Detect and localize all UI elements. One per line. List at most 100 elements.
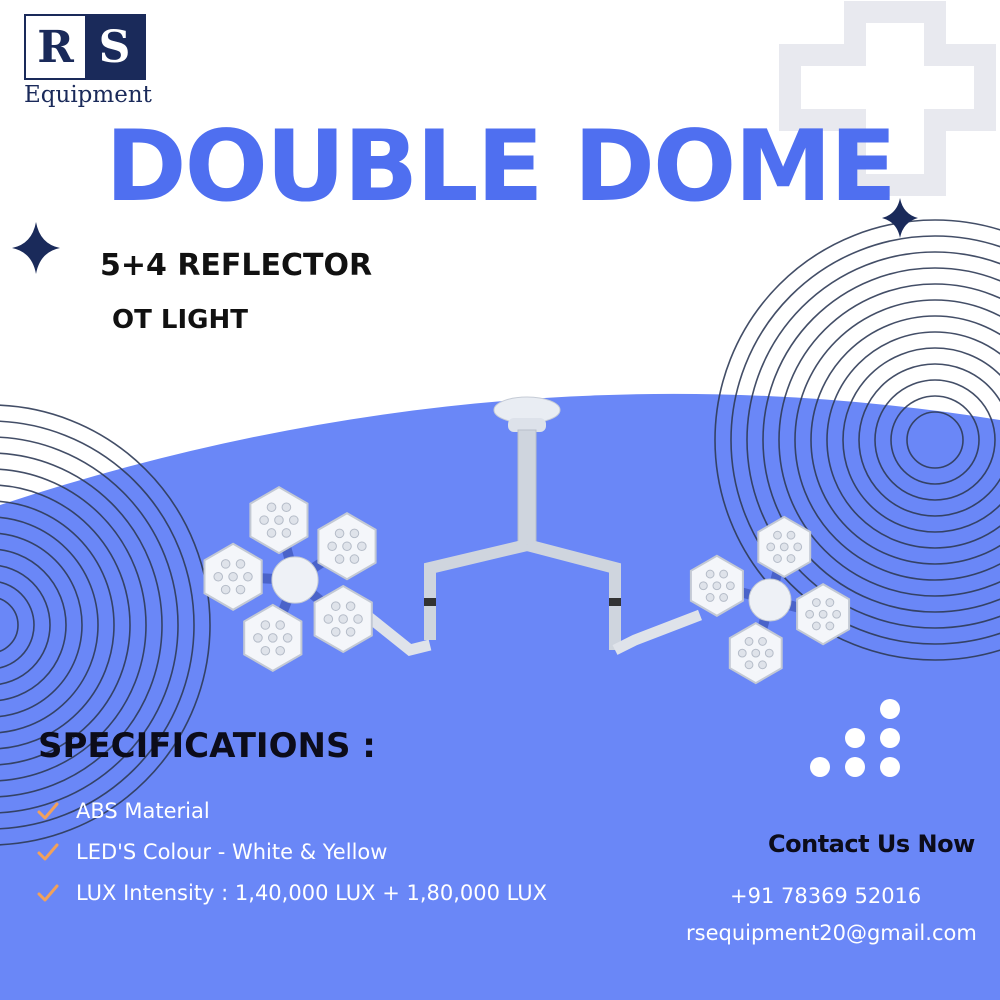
checkmark-icon [37, 802, 59, 819]
led-lens [235, 584, 246, 595]
ring-arc [874, 379, 996, 501]
led-lens [281, 502, 292, 513]
led-lens [786, 554, 796, 563]
specifications-heading: SPECIFICATIONS : [38, 726, 376, 766]
ot-light-illustration [203, 396, 851, 685]
ring-arc [826, 331, 1000, 549]
led-lens [338, 614, 348, 624]
led-lens [818, 609, 828, 619]
led-lens [825, 598, 835, 607]
ring-arc [810, 315, 1000, 565]
led-lens [330, 627, 341, 637]
led-lens [349, 528, 360, 539]
spec-item-label: ABS Material [76, 798, 210, 823]
led-lens [779, 542, 789, 552]
led-lens [289, 515, 299, 525]
ring-arc [762, 267, 1000, 613]
led-lens [712, 581, 722, 591]
led-lens [345, 601, 356, 611]
led-lens [260, 620, 271, 630]
led-lens [744, 660, 754, 670]
sparkle-icon-left [12, 222, 60, 274]
led-lens [766, 542, 776, 552]
logo-letter-s: S [85, 16, 144, 78]
contact-email[interactable]: rsequipment20@gmail.com [686, 921, 977, 945]
ring-arc [0, 420, 195, 830]
led-lens [275, 645, 285, 656]
led-lens [737, 648, 747, 658]
led-lens [330, 601, 341, 611]
led-lens [725, 581, 735, 591]
led-lens [323, 614, 334, 624]
led-lens [253, 633, 263, 643]
led-lens [260, 645, 271, 656]
led-lens [705, 593, 715, 602]
led-lens [334, 554, 345, 564]
ring-arc [858, 363, 1000, 517]
logo-letter-r: R [26, 16, 85, 78]
ring-arc [0, 581, 35, 669]
led-lens [832, 609, 842, 619]
ring-arc [0, 532, 83, 718]
ring-arc [0, 404, 211, 846]
led-lens [220, 559, 231, 569]
ring-arc [0, 500, 115, 750]
contact-heading: Contact Us Now [768, 830, 975, 858]
led-lens [353, 614, 363, 624]
contact-phone[interactable]: +91 78369 52016 [730, 884, 922, 908]
ring-arc [0, 565, 51, 685]
led-lens [274, 515, 284, 525]
led-lens [259, 515, 269, 525]
led-lens [327, 541, 337, 552]
ring-arc [890, 395, 980, 485]
led-lens [220, 584, 231, 595]
led-lens [758, 637, 767, 646]
led-lens [266, 502, 277, 513]
logo-subtitle: Equipment [24, 82, 152, 108]
led-lens [282, 633, 293, 643]
led-lens [811, 598, 821, 607]
specifications-list: ABS Material LED'S Colour - White & Yell… [36, 790, 547, 913]
ring-arc [0, 436, 179, 814]
led-lens [357, 541, 367, 552]
led-lens [281, 528, 292, 538]
led-lens [267, 633, 278, 643]
subtitle-reflector: 5+4 REFLECTOR [100, 248, 373, 283]
led-lens [342, 541, 352, 552]
led-lens [275, 620, 285, 630]
ring-arc [730, 235, 1000, 645]
checkmark-icon [37, 843, 59, 860]
blue-panel [0, 393, 1000, 1000]
checkmark-icon [37, 884, 59, 901]
ring-arc [906, 411, 964, 469]
page-title: DOUBLE DOME [105, 110, 897, 224]
spec-item: LUX Intensity : 1,40,000 LUX + 1,80,000 … [36, 872, 547, 913]
led-lens [751, 648, 761, 658]
led-lens [719, 569, 729, 579]
led-lens [773, 530, 782, 540]
spec-item: ABS Material [36, 790, 547, 831]
dots-decoration [810, 699, 900, 777]
concentric-rings-right [714, 219, 1000, 661]
led-lens [213, 571, 224, 582]
spec-item: LED'S Colour - White & Yellow [36, 831, 547, 872]
led-lens [698, 581, 708, 591]
ring-arc [0, 452, 163, 798]
sparkle-icon-right [882, 198, 918, 238]
led-lens [705, 569, 715, 579]
ring-arc [0, 548, 67, 702]
spec-item-label: LED'S Colour - White & Yellow [76, 839, 388, 864]
led-lens [764, 648, 774, 658]
plus-cross-icon [779, 1, 996, 196]
ring-arc [842, 347, 1000, 533]
ring-arc [0, 468, 147, 782]
ring-arc [0, 484, 131, 766]
brand-logo: R S [24, 14, 146, 80]
ring-arc [714, 219, 1000, 661]
led-lens [825, 621, 835, 631]
ring-arc [778, 283, 1000, 597]
led-lens [719, 593, 729, 602]
spec-item-label: LUX Intensity : 1,40,000 LUX + 1,80,000 … [76, 880, 548, 905]
led-lens [758, 660, 767, 670]
